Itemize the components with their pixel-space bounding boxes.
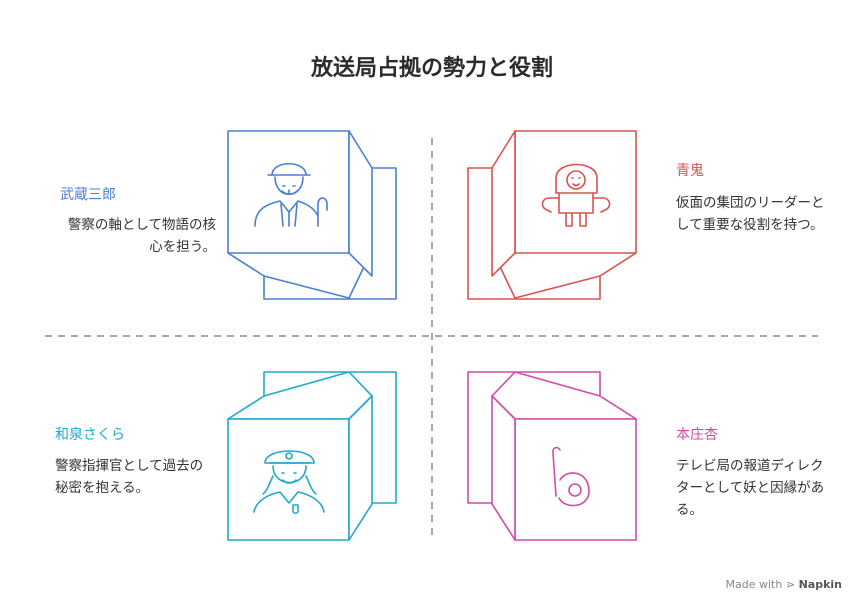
napkin-credit[interactable]: Made with ⋗ Napkin xyxy=(726,578,842,591)
character-name-musashi: 武蔵三郎 xyxy=(60,187,116,203)
card-aooni xyxy=(467,130,637,300)
police-chief-icon xyxy=(254,162,328,227)
character-description-izumi: 警察指揮官として過去の秘密を抱える。 xyxy=(55,458,204,496)
character-name-honjo: 本庄杏 xyxy=(676,427,718,443)
bereal-logo-icon xyxy=(552,446,590,507)
character-description-musashi: 警察の軸として物語の核心を担う。 xyxy=(67,217,216,255)
character-name-izumi: 和泉さくら xyxy=(55,427,125,443)
character-name-aooni: 青鬼 xyxy=(676,163,704,179)
card-honjo xyxy=(467,371,637,541)
credit-prefix: Made with xyxy=(725,578,783,591)
card-musashi xyxy=(227,130,397,300)
credit-brand: Napkin xyxy=(798,578,842,591)
card-izumi xyxy=(227,371,397,541)
masked-figure-icon xyxy=(541,163,611,227)
diagram-title: 放送局占拠の勢力と役割 xyxy=(310,56,553,81)
napkin-logo-icon: ⋗ xyxy=(785,578,796,591)
policewoman-icon xyxy=(253,450,325,515)
character-description-honjo: テレビ局の報道ディレクターとして妖と因縁がある。 xyxy=(676,458,825,518)
character-description-aooni: 仮面の集団のリーダーとして重要な役割を持つ。 xyxy=(676,195,825,233)
